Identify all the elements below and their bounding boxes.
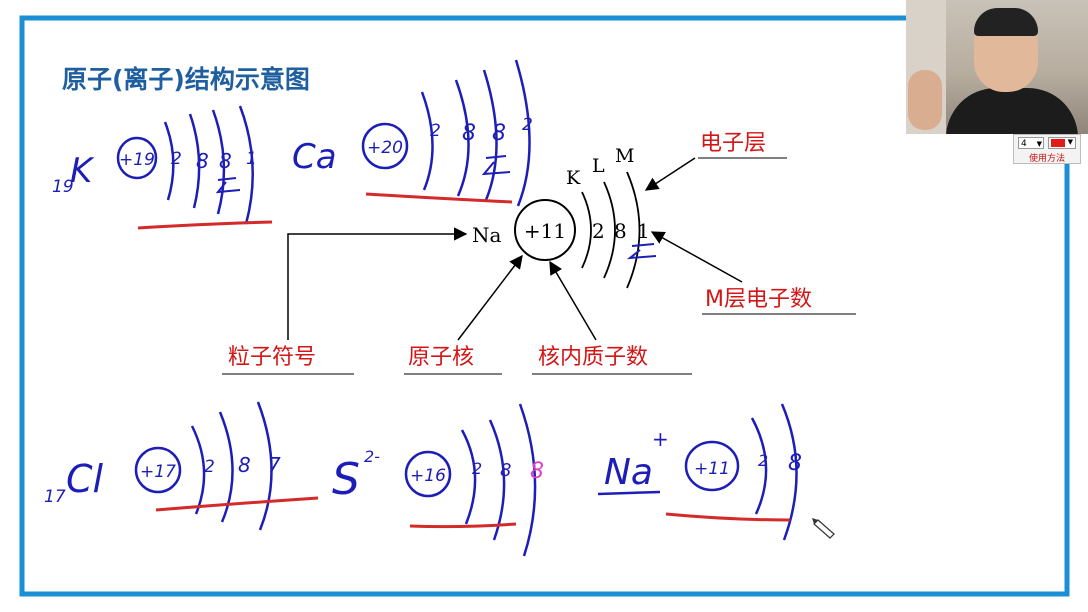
label-particle-symbol: 粒子符号 [228, 345, 316, 370]
pen-toolbar: 4 ▼ ▼ 使用方法 [1013, 134, 1081, 164]
slide-frame [19, 15, 1070, 597]
shell-name-k: K [566, 167, 581, 189]
hand-ca-nucleus: +20 [367, 138, 403, 158]
hand-k-prefix: 19 [52, 177, 74, 197]
hand-s-e3: 8 [530, 459, 544, 484]
m-count-underline [626, 243, 657, 260]
hand-na-ion-charge: + [652, 427, 669, 451]
hand-s-e2: 8 [500, 460, 511, 481]
slide-title: 原子(离子)结构示意图 [62, 65, 310, 94]
hand-k-e4: 1 [246, 149, 257, 169]
label-shell: 电子层 [700, 131, 766, 156]
hand-cl-underline [155, 496, 319, 512]
hand-ca-symbol: Ca [292, 137, 337, 177]
hand-cl-group: 17 Cl +17 2 8 7 [44, 401, 281, 531]
pen-color-select[interactable]: ▼ [1048, 137, 1076, 149]
hand-s-charge: 2- [364, 447, 380, 466]
hand-k-underline [137, 220, 273, 230]
nucleus-charge: +11 [524, 219, 566, 243]
electrons-l: 8 [614, 219, 627, 243]
pen-size-value: 4 [1021, 139, 1027, 149]
shell-name-l: L [592, 155, 605, 177]
label-m-shell-count: M层电子数 [705, 287, 812, 312]
electrons-k: 2 [592, 219, 605, 243]
hand-na-ion-symbol: Na [604, 452, 653, 493]
hand-na-ion-e2: 8 [788, 451, 802, 476]
arrow-particle-symbol [287, 227, 468, 340]
chevron-down-icon: ▼ [1036, 140, 1042, 148]
label-protons: 核内质子数 [538, 345, 648, 370]
hand-s-group: S 2- +16 2 8 8 [332, 403, 544, 557]
arrow-protons [549, 260, 597, 341]
hand-s-e1: 2 [472, 459, 482, 478]
shell-arc-k [581, 191, 592, 269]
shell-arc-m [626, 171, 641, 289]
arrow-nucleus [457, 254, 523, 341]
pen-size-select[interactable]: 4 ▼ [1018, 137, 1044, 149]
hand-ca-e1: 2 [430, 121, 441, 141]
hand-s-symbol: S [332, 454, 360, 505]
hand-ca-e3: 8 [492, 121, 506, 146]
chevron-down-icon: ▼ [1067, 138, 1073, 146]
hand-k-symbol: K [70, 151, 95, 191]
label-nucleus: 原子核 [408, 345, 474, 370]
shell-name-m: M [615, 145, 634, 167]
hand-k-nucleus: +19 [119, 150, 155, 170]
hand-ca-e2: 8 [462, 121, 476, 146]
arrow-m-count [650, 231, 743, 283]
hand-ca-group: Ca +20 2 8 8 2 [292, 59, 533, 207]
hand-k-group: 19 K +19 2 8 8 1 [52, 105, 257, 225]
hand-na-ion-group: Na + +11 2 8 [597, 403, 802, 541]
shell-arc-l [603, 181, 616, 279]
arrow-shell [644, 157, 696, 191]
hand-k-e2: 8 [196, 149, 209, 173]
hand-na-ion-underline [665, 512, 791, 522]
hand-na-ion-nucleus: +11 [694, 459, 730, 479]
nucleus-circle [514, 199, 576, 261]
electrons-m: 1 [637, 219, 650, 243]
hand-cl-nucleus: +17 [140, 462, 176, 482]
hand-na-ion-e1: 2 [758, 451, 768, 470]
hand-cl-e3: 7 [268, 453, 281, 477]
pencil-cursor-icon [812, 518, 835, 539]
hand-ca-e4: 2 [522, 115, 533, 135]
hand-s-underline [409, 522, 517, 529]
hand-ca-underline [365, 192, 513, 204]
help-link[interactable]: 使用方法 [1028, 154, 1065, 164]
pen-color-swatch [1051, 139, 1065, 147]
element-symbol: Na [472, 223, 502, 247]
hand-cl-symbol: Cl [66, 457, 104, 501]
hand-cl-prefix: 17 [44, 487, 66, 507]
hand-k-e1: 2 [171, 149, 182, 169]
hand-k-e3: 8 [219, 149, 232, 173]
hand-cl-e1: 2 [204, 457, 215, 477]
webcam-video [906, 0, 1088, 134]
hand-s-nucleus: +16 [410, 466, 446, 486]
hand-cl-e2: 8 [238, 453, 251, 477]
